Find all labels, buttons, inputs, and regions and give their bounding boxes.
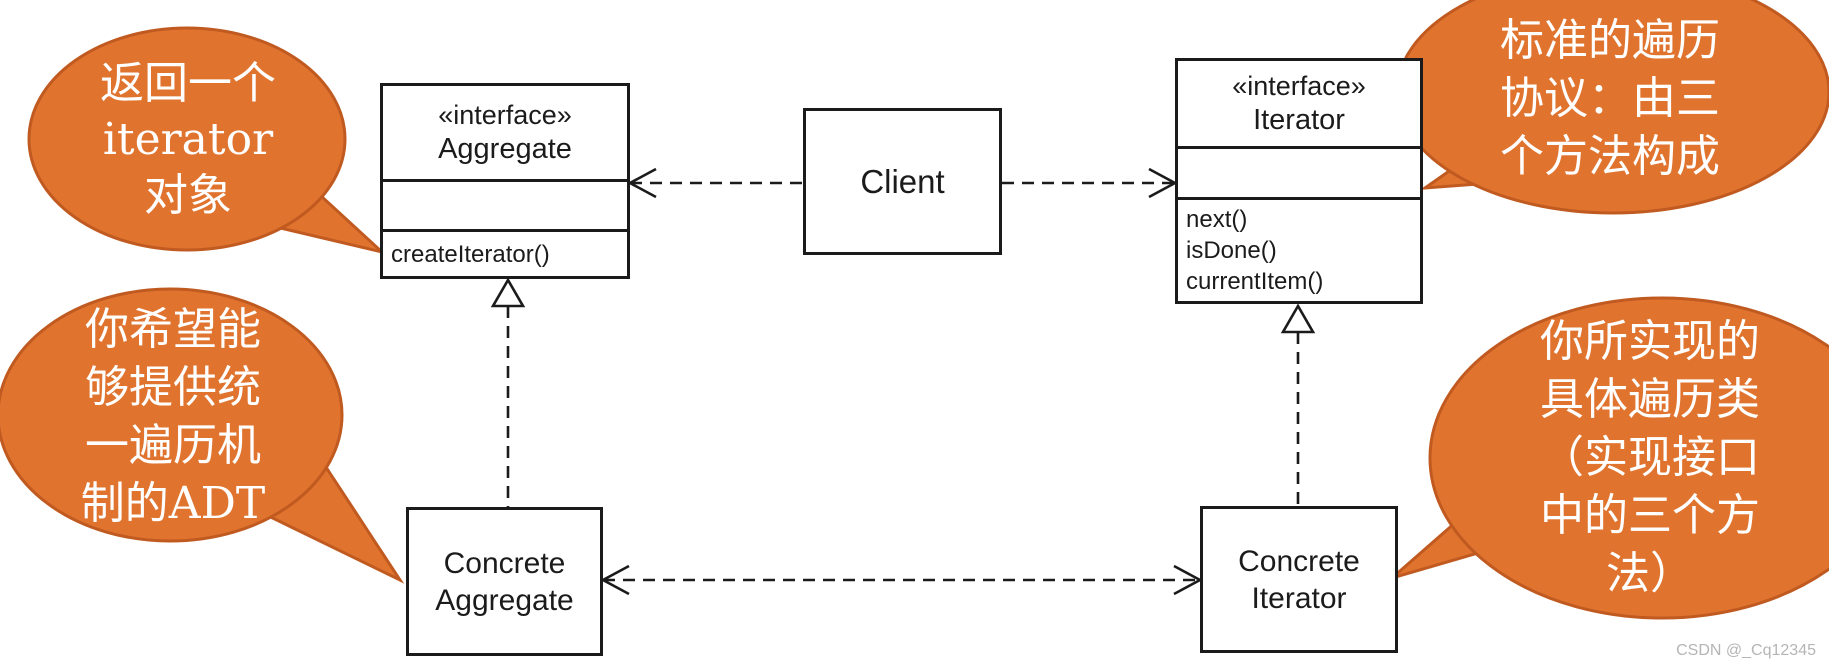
aggregate-title-compartment: «interface» Aggregate (383, 86, 627, 182)
callout-bubble-top-left (27, 26, 347, 252)
concrete-aggregate-name-line: Concrete (443, 546, 566, 580)
callout-line: 你所实现的 (1540, 316, 1760, 367)
client-to-aggregate-arrowhead (627, 167, 657, 199)
callout-line: 一遍历机 (85, 420, 261, 471)
callout-line: 中的三个方 (1540, 490, 1760, 541)
aggregate-methods-compartment: createIterator() (383, 232, 627, 276)
class-box-concrete-iterator: Concrete Iterator (1200, 506, 1398, 653)
callout-line: 够提供统 (85, 362, 261, 413)
callout-line: 制的ADT (80, 478, 266, 529)
iterator-methods-compartment: next() isDone() currentItem() (1178, 200, 1420, 301)
iterator-class-name: Iterator (1253, 103, 1345, 136)
callout-line: 返回一个 (100, 58, 276, 109)
callout-line: 法） (1606, 548, 1694, 599)
callout-line: （实现接口 (1540, 432, 1760, 483)
iterator-method: isDone() (1186, 237, 1277, 264)
callout-line: 协议：由三 (1500, 73, 1720, 124)
class-box-aggregate: «interface» Aggregate createIterator() (380, 83, 630, 279)
callout-text-bottom-right: 你所实现的 具体遍历类 （实现接口 中的三个方 法） (1540, 313, 1760, 603)
callout-text-top-right: 标准的遍历 协议：由三 个方法构成 (1500, 12, 1720, 186)
iterator-realization-triangle (1280, 303, 1316, 334)
iterator-attributes-compartment (1178, 149, 1420, 200)
aggregate-class-name: Aggregate (438, 132, 572, 165)
iterator-method: next() (1186, 206, 1248, 233)
concrete-aggregate-name-line: Aggregate (435, 583, 574, 617)
concrete-iterator-name-line: Concrete (1238, 544, 1360, 578)
callout-bubble-bottom-left (0, 287, 344, 543)
callout-text-top-left: 返回一个 iterator 对象 (100, 56, 276, 224)
iterator-title-compartment: «interface» Iterator (1178, 61, 1420, 150)
aggregate-method: createIterator() (391, 240, 550, 268)
callout-line: 你希望能 (85, 304, 261, 355)
aggregate-stereotype: «interface» (438, 99, 572, 130)
class-box-client: Client (803, 108, 1002, 255)
client-class-name: Client (860, 162, 945, 200)
callout-line: 对象 (144, 170, 232, 221)
callout-line: 标准的遍历 (1500, 15, 1720, 66)
concrete-iterator-name-line: Iterator (1251, 581, 1347, 615)
class-box-iterator: «interface» Iterator next() isDone() cur… (1175, 58, 1423, 304)
callout-line: 个方法构成 (1500, 131, 1720, 182)
iterator-stereotype: «interface» (1232, 70, 1366, 101)
class-box-concrete-aggregate: Concrete Aggregate (406, 507, 603, 656)
aggregate-realization-triangle (490, 277, 526, 308)
aggregate-attributes-compartment (383, 182, 627, 232)
csdn-watermark: CSDN @_Cq12345 (1676, 642, 1816, 659)
callout-bubble-bottom-right (1428, 296, 1829, 620)
iterator-method: currentItem() (1186, 268, 1324, 295)
callout-text-bottom-left: 你希望能 够提供统 一遍历机 制的ADT (81, 301, 265, 533)
callout-line: 具体遍历类 (1540, 374, 1760, 425)
concrete-left-arrowhead (600, 564, 630, 596)
callout-line: iterator (102, 114, 274, 165)
